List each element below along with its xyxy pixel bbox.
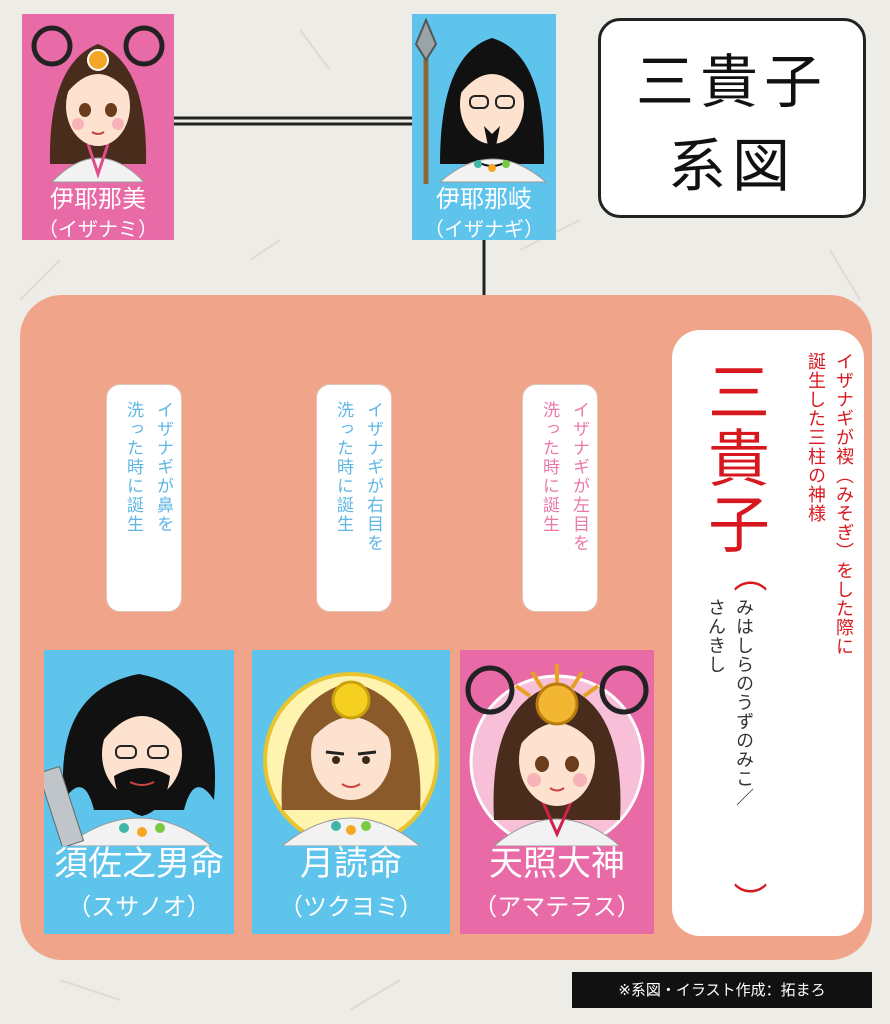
sankishi-reading-line1: みはしらのうずのみこ／ [733,598,754,807]
izanami-reading: （イザナミ） [38,217,158,240]
birth-right-eye-line2: 洗った時に誕生 [333,401,353,534]
sankishi-line2: 誕生した三柱の神様 [805,352,826,523]
susanoo-name: 須佐之男命 [54,844,224,884]
izanagi-reading: （イザナギ） [424,217,544,240]
birth-nose-line2: 洗った時に誕生 [123,401,143,534]
amaterasu-portrait [465,664,649,846]
tsukuyomi-portrait [263,672,439,846]
susanoo-reading: （スサノオ） [67,893,211,921]
amaterasu-name: 天照大神 [489,844,625,884]
tsukuyomi-name: 月読命 [300,844,402,884]
card-susanoo: 須佐之男命 （スサノオ） [44,650,234,934]
card-tsukuyomi: 月読命 （ツクヨミ） [252,650,450,934]
susanoo-portrait [44,674,216,846]
tsukuyomi-reading: （ツクヨミ） [279,893,423,921]
sankishi-line1: イザナギが禊（みそぎ）をした際に [833,352,854,656]
birth-nose-line1: イザナギが鼻を [153,401,173,534]
birth-box-left-eye: イザナギが左目を 洗った時に誕生 [522,384,598,612]
birth-right-eye-line1: イザナギが右目を [363,401,383,553]
birth-box-right-eye: イザナギが右目を 洗った時に誕生 [316,384,392,612]
card-izanami: 伊耶那美 （イザナミ） [22,14,174,240]
title-line-2: 系図 [667,132,796,200]
card-amaterasu: 天照大神 （アマテラス） [460,650,654,934]
card-izanagi: 伊耶那岐 （イザナギ） [412,14,556,240]
birth-left-eye-line2: 洗った時に誕生 [539,401,559,534]
title-box: 三貴子 系図 [598,18,866,218]
birth-left-eye-line1: イザナギが左目を [569,401,589,553]
sankishi-heading: 三貴子 [697,360,770,558]
title-line-1: 三貴子 [635,48,828,116]
amaterasu-reading: （アマテラス） [473,893,641,921]
izanami-portrait [31,25,165,183]
izanagi-portrait [414,17,548,184]
sankishi-reading-open: （ [727,558,767,592]
sankishi-reading-line2: さんきし [705,598,726,674]
izanagi-name: 伊耶那岐 [436,185,532,213]
izanami-name: 伊耶那美 [50,185,146,213]
sankishi-reading-close: ） [727,882,767,916]
sankishi-explanation-box: イザナギが禊（みそぎ）をした際に 誕生した三柱の神様 三貴子 （ みはしらのうず… [672,330,864,936]
birth-box-nose: イザナギが鼻を 洗った時に誕生 [106,384,182,612]
credit-label: ※系図・イラスト作成：拓まろ [572,972,872,1008]
